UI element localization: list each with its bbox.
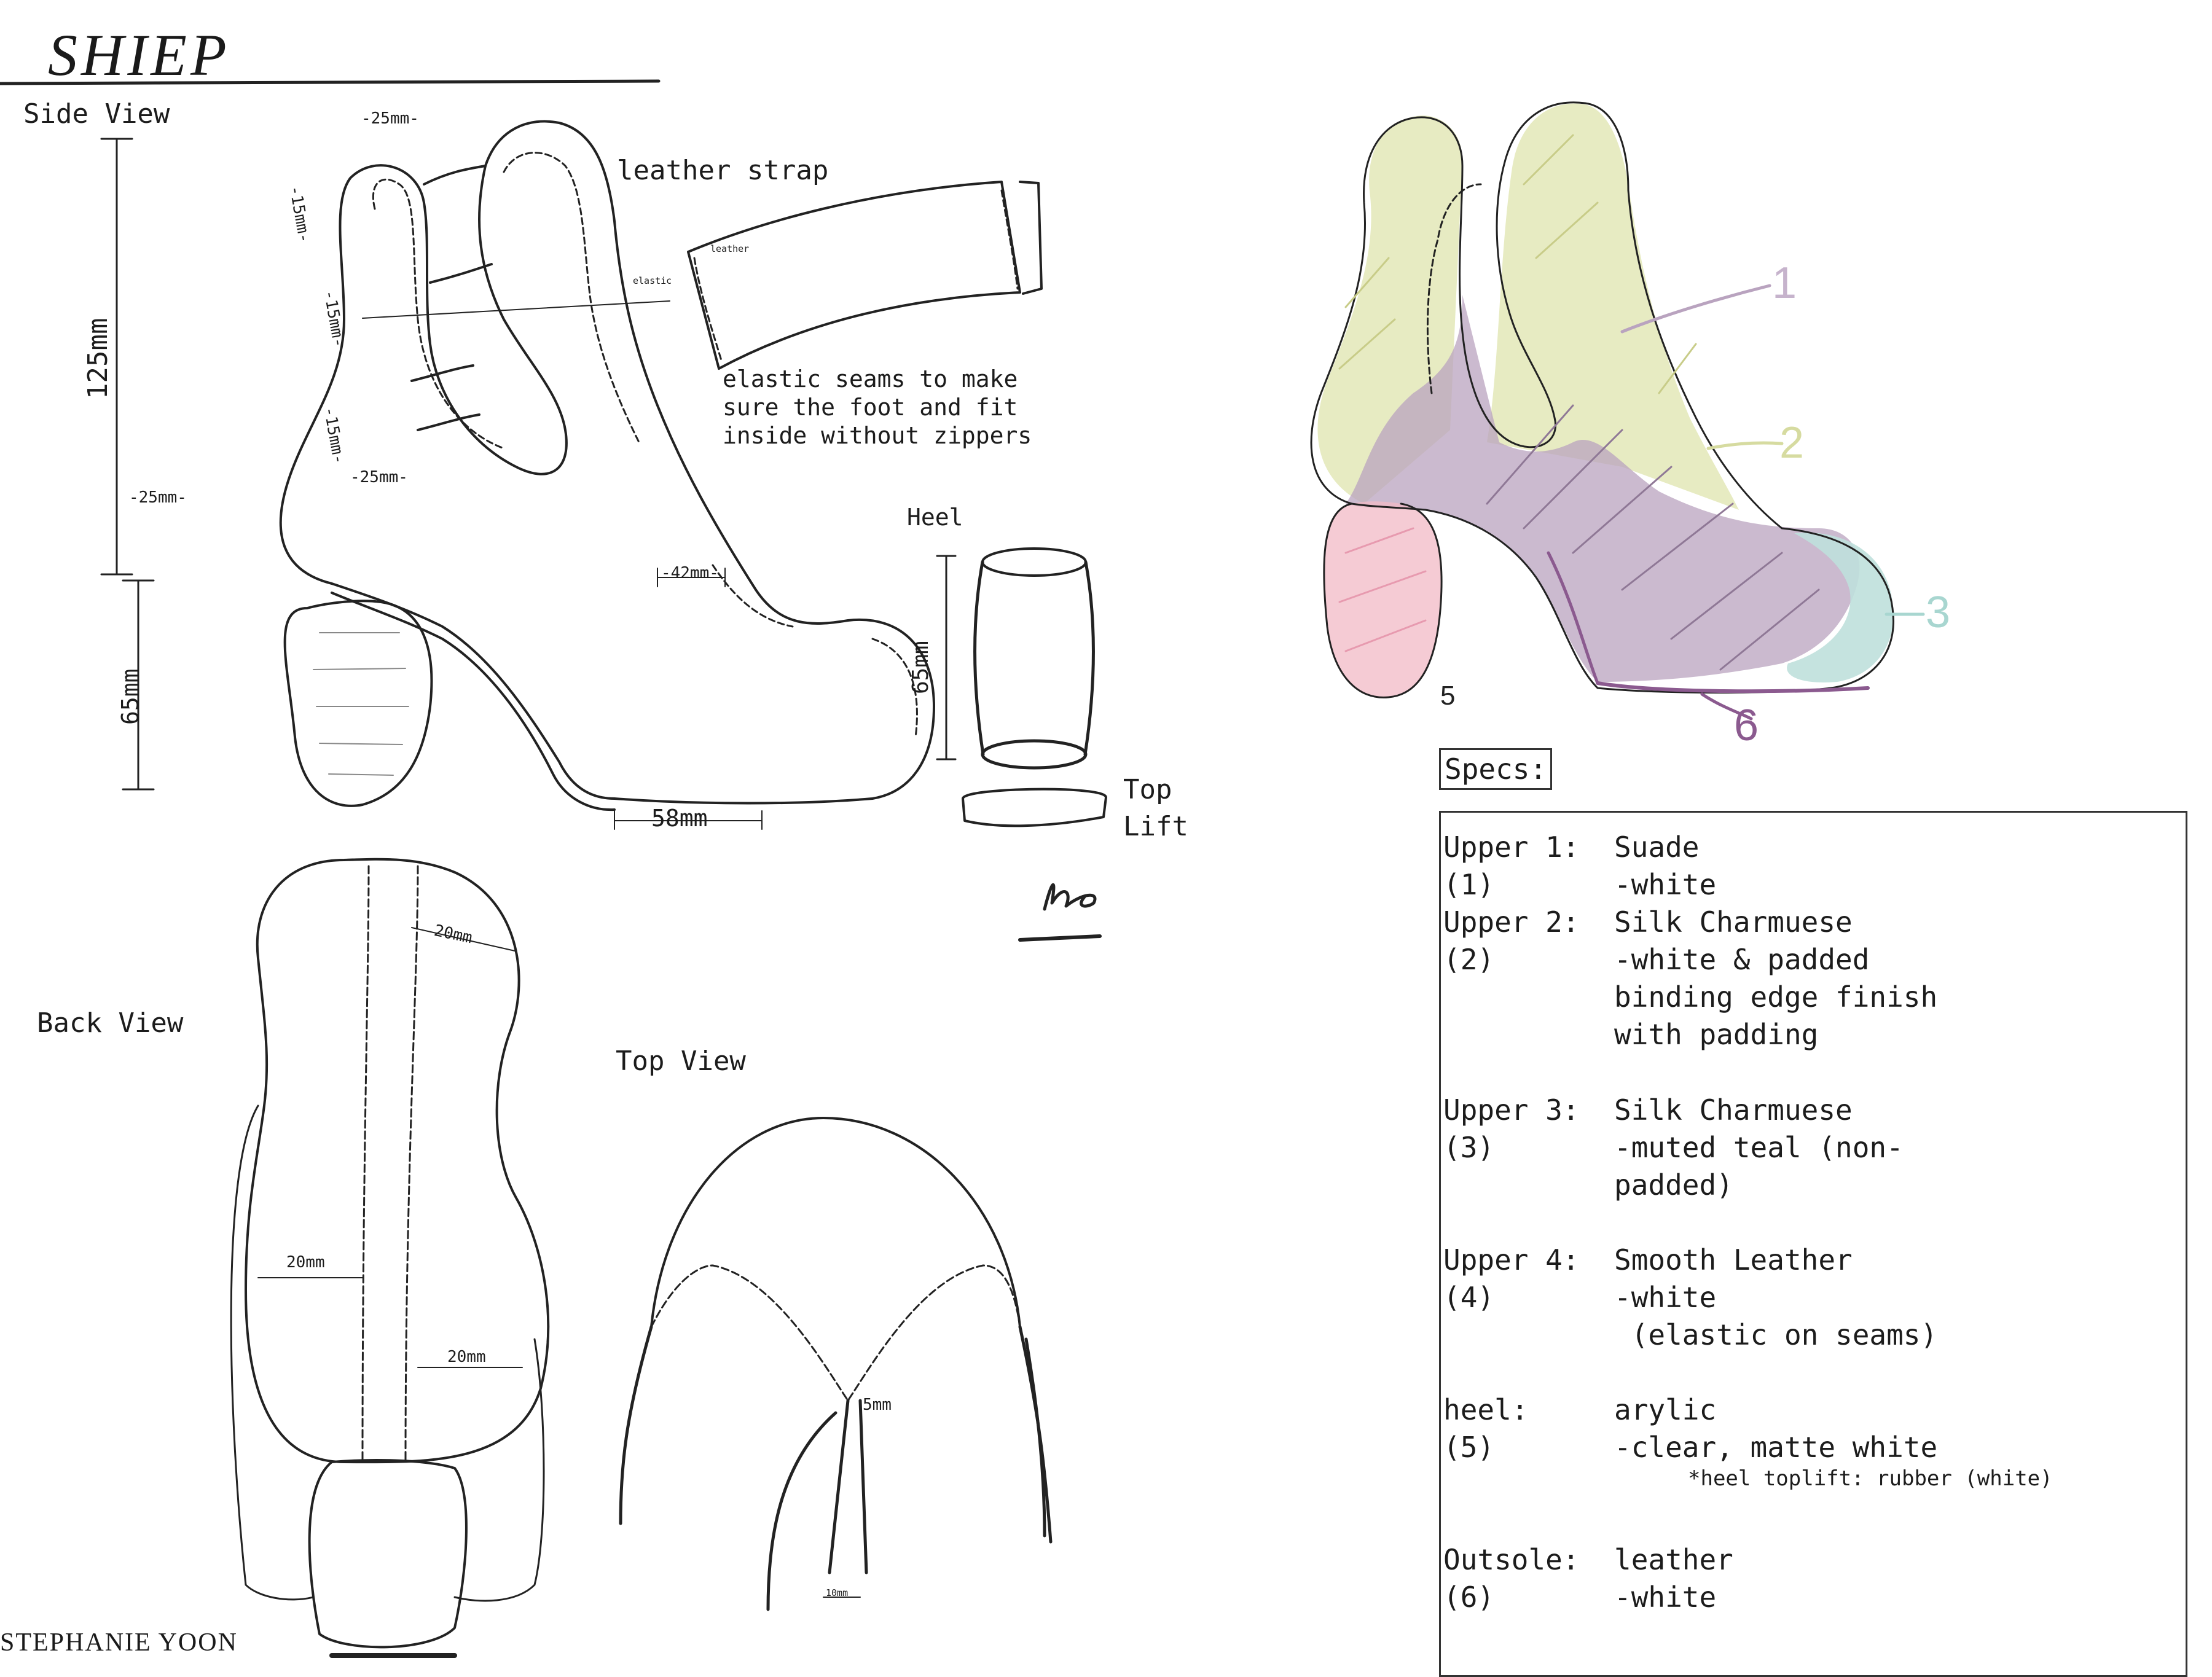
- callout-5: 5: [1440, 681, 1456, 711]
- callout-2: 2: [1779, 418, 1805, 467]
- specs-title: Specs:: [1439, 748, 1553, 790]
- author-name: STEPHANIE YOON: [0, 1628, 238, 1657]
- dim-top: -25mm-: [361, 109, 419, 128]
- back-view-label: Back View: [37, 1007, 184, 1039]
- heel-label: Heel: [907, 504, 963, 531]
- heel-detail-drawing: [936, 547, 1107, 942]
- specs-box: Upper 1:(1) Suade-white Upper 2:(2) Silk…: [1439, 811, 2187, 1677]
- page-title: SHIEP: [48, 22, 230, 88]
- top-view-label: Top View: [616, 1046, 746, 1077]
- callout-1: 1: [1772, 259, 1797, 308]
- heel-toplift-note: *heel toplift: rubber (white): [1688, 1466, 2053, 1491]
- leather-strap-drawing: [687, 181, 1043, 370]
- dim-d4: -25mm-: [350, 468, 408, 487]
- callout-3: 3: [1926, 588, 1951, 637]
- mini-leather: leather: [710, 243, 750, 254]
- dim-height: 125mm: [82, 318, 114, 399]
- side-view-shoe: [279, 120, 935, 830]
- side-view-label: Side View: [23, 98, 170, 130]
- heel-height-dim: 65mm: [908, 641, 933, 694]
- back-dim-low: 20mm: [447, 1348, 486, 1366]
- dim-left-mid: -25mm-: [129, 488, 187, 507]
- dim-instep: -42mm-: [661, 564, 719, 582]
- back-dim-mid: 20mm: [286, 1253, 325, 1272]
- dim-heel-height: 65mm: [117, 668, 144, 725]
- colored-view-drawing: [1310, 101, 1925, 721]
- strap-label: leather strap: [617, 155, 829, 186]
- top-dim-a: 5mm: [863, 1396, 892, 1414]
- callout-6: 6: [1734, 701, 1759, 750]
- mini-elastic: elastic: [633, 275, 672, 286]
- top-view-drawing: [619, 1117, 1053, 1611]
- title-underline: [0, 79, 661, 85]
- top-dim-b: 10mm: [826, 1587, 849, 1598]
- dim-sole: 58mm: [651, 805, 708, 832]
- back-view-drawing: [230, 858, 550, 1658]
